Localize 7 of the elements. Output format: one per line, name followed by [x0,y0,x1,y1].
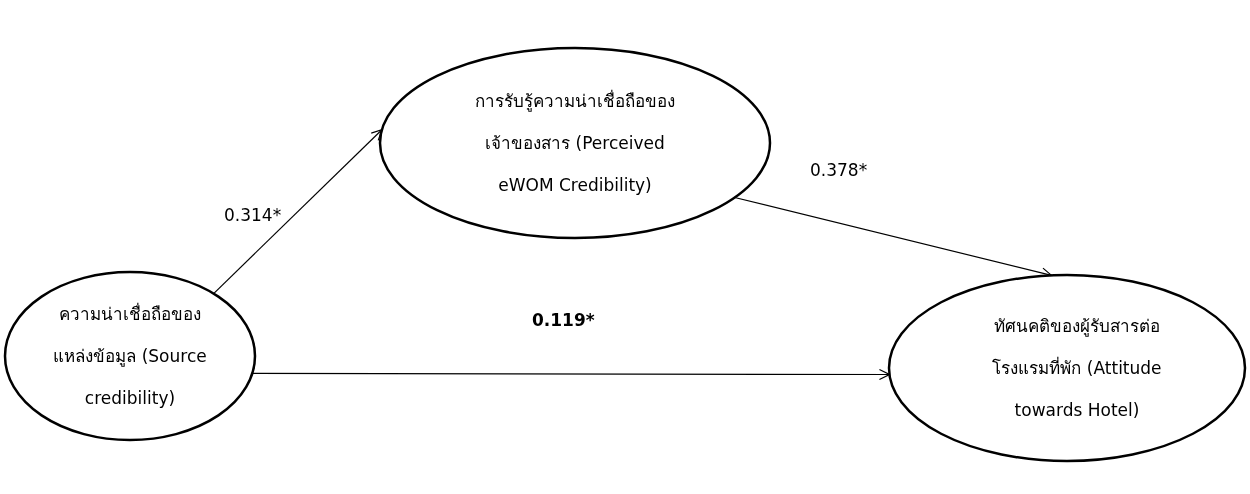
variable-label: ความน่าเชื่อถือของแหล่งข้อมูล (Source credibility) [52,301,208,410]
variable-ellipse [378,46,772,240]
variable-label: การรับรู้ความน่าเชื่อถือของเจ้าของสาร (Perceived eWOM Credibility) [475,88,675,197]
variable-ellipse [3,270,257,442]
arrow [213,129,383,295]
variable-ellipse [887,273,1247,463]
variable-label: ทัศนคติของผู้รับสารต่อโรงแรมที่พัก (Attitude towards Hotel) [991,315,1163,422]
